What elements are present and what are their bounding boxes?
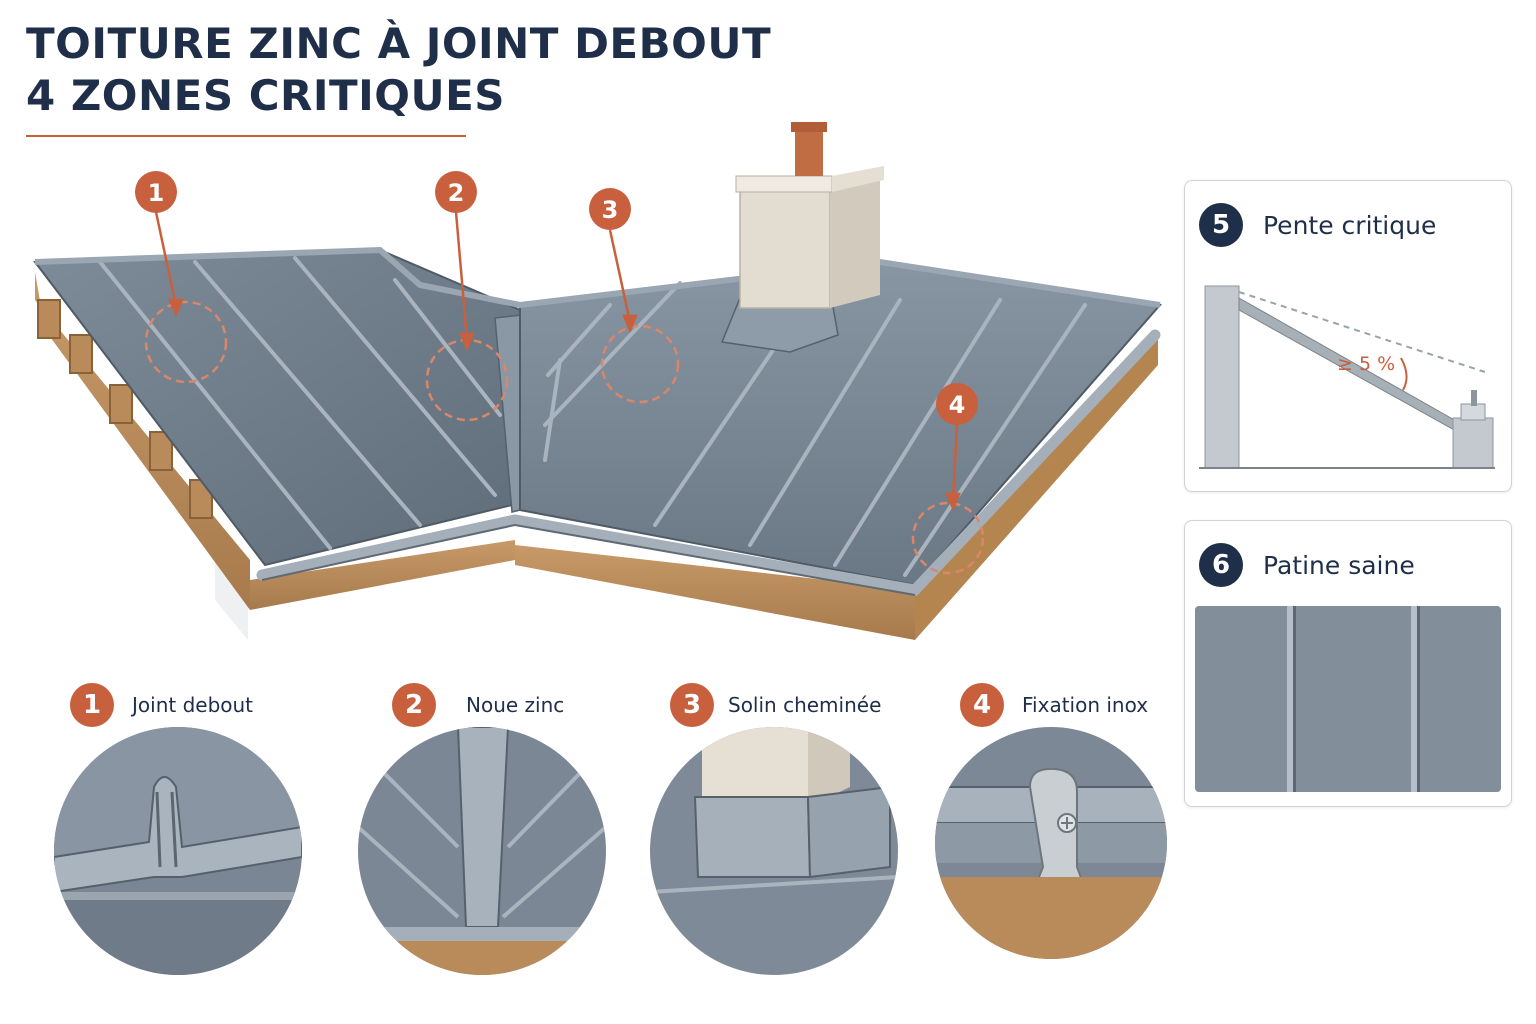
left-fascia bbox=[35, 272, 250, 610]
detail-2-number: 2 bbox=[392, 683, 436, 727]
slope-annotation: ≥ 5 % bbox=[1337, 353, 1395, 375]
seams-left bbox=[98, 256, 502, 550]
detail-3-number: 3 bbox=[670, 683, 714, 727]
slope-title: Pente critique bbox=[1263, 210, 1437, 240]
patina-number-badge: 6 bbox=[1199, 543, 1243, 587]
detail-4-label: Fixation inox bbox=[1022, 693, 1149, 717]
detail-heading-3: 3 Solin cheminée bbox=[670, 683, 881, 727]
patina-title: Patine saine bbox=[1263, 550, 1415, 580]
patina-panel: 6 Patine saine bbox=[1184, 520, 1512, 807]
svg-text:3: 3 bbox=[602, 196, 619, 224]
slope-panel: 5 Pente critique ≥ 5 % bbox=[1184, 180, 1512, 492]
right-fascia bbox=[915, 330, 1158, 640]
eave-board-right bbox=[515, 545, 915, 640]
marker-4: 4 bbox=[936, 383, 978, 425]
detail-heading-1: 1 Joint debout bbox=[70, 683, 253, 727]
detail-1-number: 1 bbox=[70, 683, 114, 727]
slope-diagram: ≥ 5 % bbox=[1199, 285, 1495, 469]
chimney bbox=[739, 187, 831, 309]
detail-circle-chimney-flashing bbox=[650, 727, 898, 975]
marker-1: 1 bbox=[135, 171, 177, 213]
patina-swatch bbox=[1195, 606, 1501, 792]
detail-circle-valley bbox=[358, 727, 606, 975]
eave-board-left bbox=[250, 540, 515, 610]
detail-4-number: 4 bbox=[960, 683, 1004, 727]
roof-illustration: 1 2 3 4 bbox=[33, 122, 1162, 640]
gutter bbox=[256, 329, 1161, 596]
marker-2: 2 bbox=[435, 171, 477, 213]
detail-1-label: Joint debout bbox=[132, 693, 254, 717]
detail-circle-stainless-fixing bbox=[935, 727, 1167, 959]
ridge-cap bbox=[34, 246, 1161, 309]
svg-text:2: 2 bbox=[448, 179, 465, 207]
leader-arrows bbox=[154, 211, 961, 512]
detail-2-label: Noue zinc bbox=[466, 693, 565, 717]
detail-heading-2: 2 Noue zinc bbox=[392, 683, 564, 727]
detail-3-label: Solin cheminée bbox=[728, 693, 882, 717]
title-underline bbox=[26, 135, 466, 137]
page-title: TOITURE ZINC À JOINT DEBOUT 4 ZONES CRIT… bbox=[26, 18, 771, 122]
title-line-2: 4 ZONES CRITIQUES bbox=[26, 71, 506, 120]
detail-heading-4: 4 Fixation inox bbox=[960, 683, 1148, 727]
detail-circle-standing-seam bbox=[54, 727, 302, 975]
chimney-pot bbox=[795, 130, 823, 176]
svg-text:4: 4 bbox=[949, 391, 966, 419]
slope-number-badge: 5 bbox=[1199, 203, 1243, 247]
seams-right bbox=[543, 281, 1087, 577]
title-line-1: TOITURE ZINC À JOINT DEBOUT bbox=[26, 19, 772, 68]
marker-3: 3 bbox=[589, 188, 631, 230]
svg-text:1: 1 bbox=[148, 179, 165, 207]
